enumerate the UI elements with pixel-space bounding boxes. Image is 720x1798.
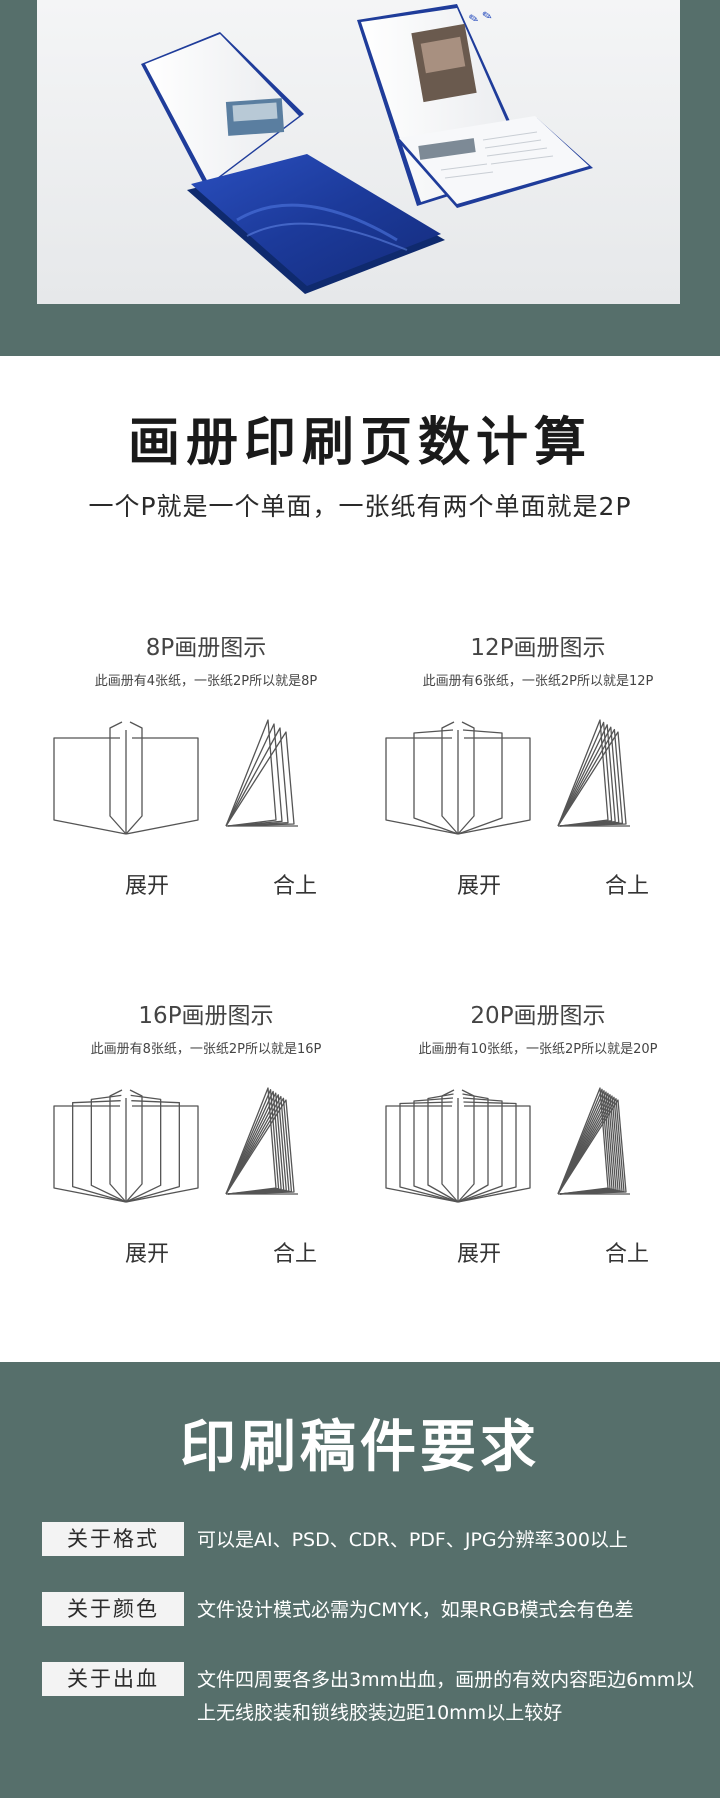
open-page-left	[441, 1089, 459, 1203]
open-page-left	[385, 737, 459, 835]
album-20p: 20P画册图示 此画册有10张纸，一张纸2P所以就是20P 展开 合上	[378, 996, 698, 1316]
open-label: 展开	[124, 1242, 169, 1267]
open-page-left	[385, 1105, 459, 1203]
closed-label: 合上	[604, 874, 649, 899]
open-page-left	[413, 729, 459, 835]
page-count-title: 画册印刷页数计算	[127, 413, 592, 473]
open-page-left	[53, 737, 127, 835]
page-count-section: 画册印刷页数计算 一个P就是一个单面，一张纸有两个单面就是2P 8P画册图示 此…	[0, 356, 720, 1362]
open-page-right	[457, 1105, 531, 1203]
requirement-label: 关于格式	[42, 1522, 184, 1556]
closed-page	[225, 719, 277, 827]
brochure-illustration: ✎ ✎	[141, 4, 593, 294]
album-diagram	[53, 1087, 298, 1203]
requirement-text: 文件设计模式必需为CMYK，如果RGB模式会有色差	[197, 1599, 634, 1621]
requirement-label: 关于出血	[42, 1662, 184, 1696]
open-page-left	[441, 721, 459, 835]
open-page-left	[109, 721, 127, 835]
album-diagram	[385, 719, 630, 835]
open-page-right	[457, 737, 531, 835]
album-12p: 12P画册图示 此画册有6张纸，一张纸2P所以就是12P 展开 合上	[378, 628, 698, 948]
open-page-right	[125, 1100, 180, 1203]
album-diagram	[385, 1087, 630, 1203]
top-banner: ✎ ✎	[0, 0, 720, 356]
open-label: 展开	[124, 874, 169, 899]
closed-page	[557, 1099, 627, 1195]
open-label: 展开	[456, 1242, 501, 1267]
open-label: 展开	[456, 874, 501, 899]
open-page-left	[427, 1093, 459, 1203]
album-description: 此画册有6张纸，一张纸2P所以就是12P	[422, 674, 654, 689]
closed-page	[557, 731, 627, 827]
open-page-right	[457, 1089, 475, 1203]
open-page-right	[125, 1094, 162, 1203]
closed-page	[225, 727, 289, 827]
requirement-text: 文件四周要各多出3mm出血，画册的有效内容距边6mm以上无线胶装和锁线胶装边距1…	[197, 1669, 695, 1724]
album-title: 20P画册图示	[470, 1003, 606, 1029]
album-diagram	[53, 719, 298, 835]
open-page-right	[457, 1097, 503, 1203]
album-description: 此画册有4张纸，一张纸2P所以就是8P	[94, 674, 318, 689]
open-page-right	[457, 1101, 517, 1203]
requirements-title: 印刷稿件要求	[180, 1415, 540, 1480]
closed-label: 合上	[272, 874, 317, 899]
closed-page	[225, 731, 295, 827]
closed-page	[225, 1099, 295, 1195]
album-title: 16P画册图示	[138, 1003, 274, 1029]
closed-page	[225, 723, 283, 827]
album-8p: 8P画册图示 此画册有4张纸，一张纸2P所以就是8P 展开 合上	[46, 628, 366, 948]
album-description: 此画册有10张纸，一张纸2P所以就是20P	[418, 1042, 658, 1057]
open-page-left	[90, 1094, 127, 1203]
open-page-left	[109, 1089, 127, 1203]
requirement-label: 关于颜色	[42, 1592, 184, 1626]
open-page-right	[457, 729, 503, 835]
open-page-right	[125, 1105, 199, 1203]
open-page-right	[457, 721, 475, 835]
brochure-photo: ✎ ✎	[37, 0, 680, 304]
open-page-right	[125, 1089, 143, 1203]
requirement-text: 可以是AI、PSD、CDR、PDF、JPG分辨率300以上	[197, 1529, 628, 1551]
open-page-left	[53, 1105, 127, 1203]
closed-label: 合上	[272, 1242, 317, 1267]
album-16p: 16P画册图示 此画册有8张纸，一张纸2P所以就是16P 展开 合上	[46, 996, 366, 1316]
closed-label: 合上	[604, 1242, 649, 1267]
page-count-subtitle: 一个P就是一个单面，一张纸有两个单面就是2P	[88, 492, 632, 521]
open-page-left	[72, 1100, 127, 1203]
open-page-left	[399, 1101, 459, 1203]
open-page-right	[125, 721, 143, 835]
open-page-right	[457, 1093, 489, 1203]
album-description: 此画册有8张纸，一张纸2P所以就是16P	[90, 1042, 322, 1057]
album-title: 8P画册图示	[145, 635, 267, 661]
album-title: 12P画册图示	[470, 635, 606, 661]
print-requirements-section: 印刷稿件要求 关于格式 可以是AI、PSD、CDR、PDF、JPG分辨率300以…	[0, 1362, 720, 1798]
svg-text:✎ ✎: ✎ ✎	[467, 8, 493, 27]
open-page-right	[125, 737, 199, 835]
open-page-left	[413, 1097, 459, 1203]
